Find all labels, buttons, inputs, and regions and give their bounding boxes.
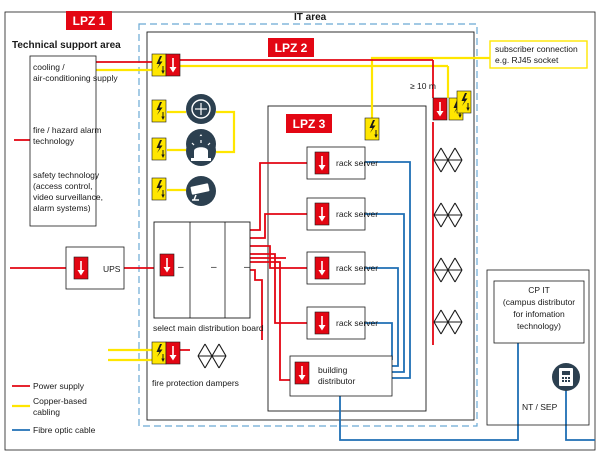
lpz3-label: LPZ 3 [293, 117, 326, 131]
spd-power-damper [165, 341, 181, 365]
rack-server-2: rack server [306, 197, 378, 231]
subscriber-box [489, 40, 588, 69]
copper-cables [12, 56, 498, 408]
spd-data-cooling [151, 53, 167, 77]
safety-label-3: video surveillance, [33, 192, 103, 202]
rack-server-label: rack server [336, 158, 378, 168]
fire-alarm-label-1: fire / hazard alarm [33, 125, 102, 135]
lpz2-badge [268, 38, 314, 57]
legend-copper-label-2: cabling [33, 407, 60, 417]
spd-power-right [432, 97, 448, 121]
spd-data-fire-2 [151, 137, 167, 161]
technical-support-title: Technical support area [12, 40, 121, 51]
safety-label-4: alarm systems) [33, 203, 91, 213]
nt-sep-label: NT / SEP [522, 402, 558, 412]
lpz1-badge [66, 11, 112, 30]
building-distributor-label-2: distributor [318, 376, 355, 386]
building-distributor: building distributor [289, 355, 393, 397]
board-dash-3: – [244, 262, 250, 273]
legend-copper-label-1: Copper-based [33, 396, 87, 406]
cctv-camera-icon [186, 176, 216, 206]
rack-server-label: rack server [336, 209, 378, 219]
it-area-label: IT area [294, 12, 327, 23]
cp-it-label-3: for infomation [513, 309, 565, 319]
cp-it-outer-box [486, 269, 590, 426]
ups-box [65, 246, 125, 290]
fibre-cables [12, 161, 595, 441]
spd-power-board [159, 253, 175, 277]
damper-3 [433, 257, 463, 283]
spd-data-safety [151, 177, 167, 201]
subscriber-label-1: subscriber connection [495, 44, 578, 54]
outer-border [4, 11, 596, 451]
lpz3-badge [286, 114, 332, 133]
power-cables [10, 59, 434, 387]
it-area-border [138, 23, 478, 427]
cp-it-label-1: CP IT [528, 285, 550, 295]
spd-data-lpz3 [364, 117, 380, 141]
alarm-beacon-icon [186, 136, 216, 166]
spd-data-right-2 [456, 90, 472, 114]
distance-label: ≥ 10 m [410, 81, 436, 91]
rack-server-label: rack server [336, 318, 378, 328]
spd-data-fire-1 [151, 99, 167, 123]
rack-server-4: rack server [306, 306, 378, 340]
lpz2-label: LPZ 2 [275, 41, 308, 55]
rack-server-3: rack server [306, 251, 378, 285]
technical-support-box [29, 55, 97, 227]
legend-power-label: Power supply [33, 381, 85, 391]
spd-data-damper [151, 341, 167, 365]
fire-dampers-label: fire protection dampers [152, 378, 239, 388]
board-dash-1: – [178, 262, 184, 273]
lpz2-border [146, 31, 475, 421]
distribution-board-label: select main distribution board [153, 323, 264, 333]
ups-label: UPS [103, 264, 121, 274]
cp-it-label-2: (campus distributor [503, 297, 575, 307]
subscriber-label-2: e.g. RJ45 socket [495, 55, 559, 65]
spd-power-cooling [165, 53, 181, 77]
sprinkler-icon [186, 94, 216, 124]
damper-4 [433, 309, 463, 335]
rack-server-1: rack server [306, 146, 378, 180]
board-dash-2: – [211, 262, 217, 273]
lpz1-label: LPZ 1 [73, 14, 106, 28]
safety-label-1: safety technology [33, 170, 100, 180]
damper-1 [433, 147, 463, 173]
cooling-label-1: cooling / [33, 62, 65, 72]
rack-server-label: rack server [336, 263, 378, 273]
building-distributor-label-1: building [318, 365, 348, 375]
damper-2 [433, 202, 463, 228]
fire-alarm-label-2: technology [33, 136, 75, 146]
spd-power-ups [73, 256, 89, 280]
cp-it-box [493, 280, 585, 344]
cooling-label-2: air-conditioning supply [33, 73, 118, 83]
legend-fibre-label: Fibre optic cable [33, 425, 96, 435]
fire-damper-symbol [197, 343, 227, 369]
telephone-icon [552, 363, 580, 391]
cp-it-label-4: technology) [517, 321, 561, 331]
safety-label-2: (access control, [33, 181, 93, 191]
